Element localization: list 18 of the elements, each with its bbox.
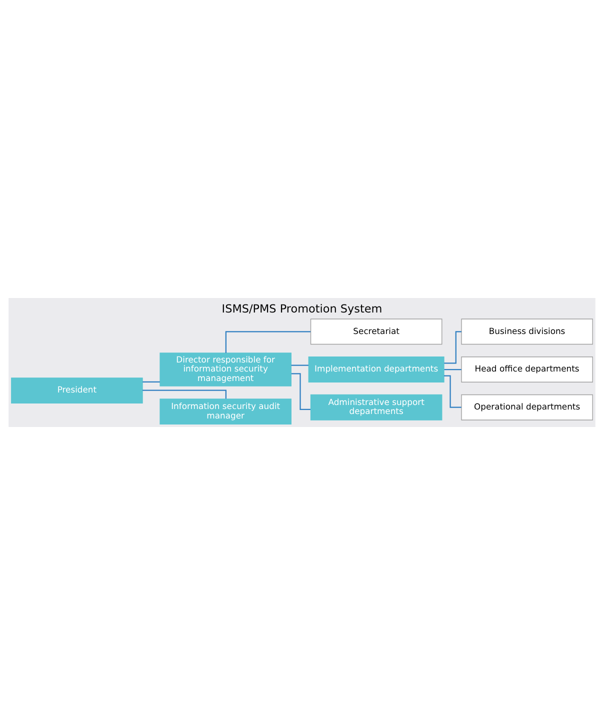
node-box: Administrative support departments (310, 394, 442, 420)
connector (291, 364, 308, 366)
connector (444, 374, 462, 408)
node-box: Business divisions (461, 318, 593, 344)
connector (444, 330, 462, 364)
node-box: Operational departments (461, 394, 593, 420)
node-box: Implementation departments (308, 356, 444, 382)
connector (142, 380, 160, 382)
diagram-title: ISMS/PMS Promotion System (222, 302, 382, 316)
node-box: Secretariat (310, 318, 442, 344)
node-box: Director responsible for information security management (160, 352, 292, 386)
node-box: Head office departments (461, 356, 593, 382)
connector (291, 372, 310, 410)
node-box: President (11, 377, 143, 404)
connector (225, 330, 311, 353)
node-box: Information security audit manager (160, 398, 292, 424)
connector (142, 389, 226, 398)
connector (444, 368, 462, 370)
